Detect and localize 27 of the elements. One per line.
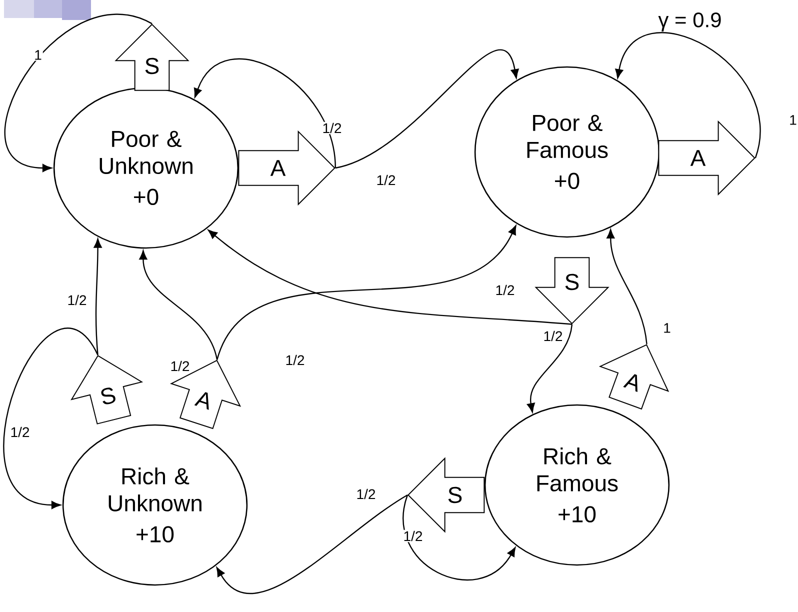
probability-label: 1/2: [355, 488, 377, 500]
probability-label: 1/2: [284, 354, 306, 366]
transition-arrow: [3, 328, 98, 509]
probability-label: 1/2: [321, 122, 343, 134]
transition-arrow: [94, 238, 102, 355]
probability-label: 1/2: [402, 530, 424, 542]
probability-label: 1/2: [542, 330, 564, 342]
probability-label: 1/2: [494, 284, 516, 296]
transition-arrow: [139, 250, 218, 360]
transition-arrow: [335, 50, 519, 169]
transition-arrow: [4, 14, 152, 172]
transition-arrow: [526, 324, 573, 413]
probability-label: 1: [788, 114, 798, 126]
probability-label: 1: [662, 322, 672, 334]
transition-arrow: [216, 494, 408, 594]
transition-arrow: [606, 229, 648, 344]
transition-arrow: [194, 58, 336, 168]
probability-label: 1/2: [66, 294, 88, 306]
transition-arrow: [208, 230, 572, 325]
transition-arrow: [402, 494, 516, 580]
transition-arrow: [615, 32, 761, 158]
discount-label: γ = 0.9: [658, 12, 721, 32]
probability-label: 1: [33, 49, 43, 61]
probability-label: 1/2: [9, 426, 31, 438]
probability-label: 1/2: [375, 174, 397, 186]
probability-label: 1/2: [169, 360, 191, 372]
transition-arrow: [216, 225, 516, 360]
